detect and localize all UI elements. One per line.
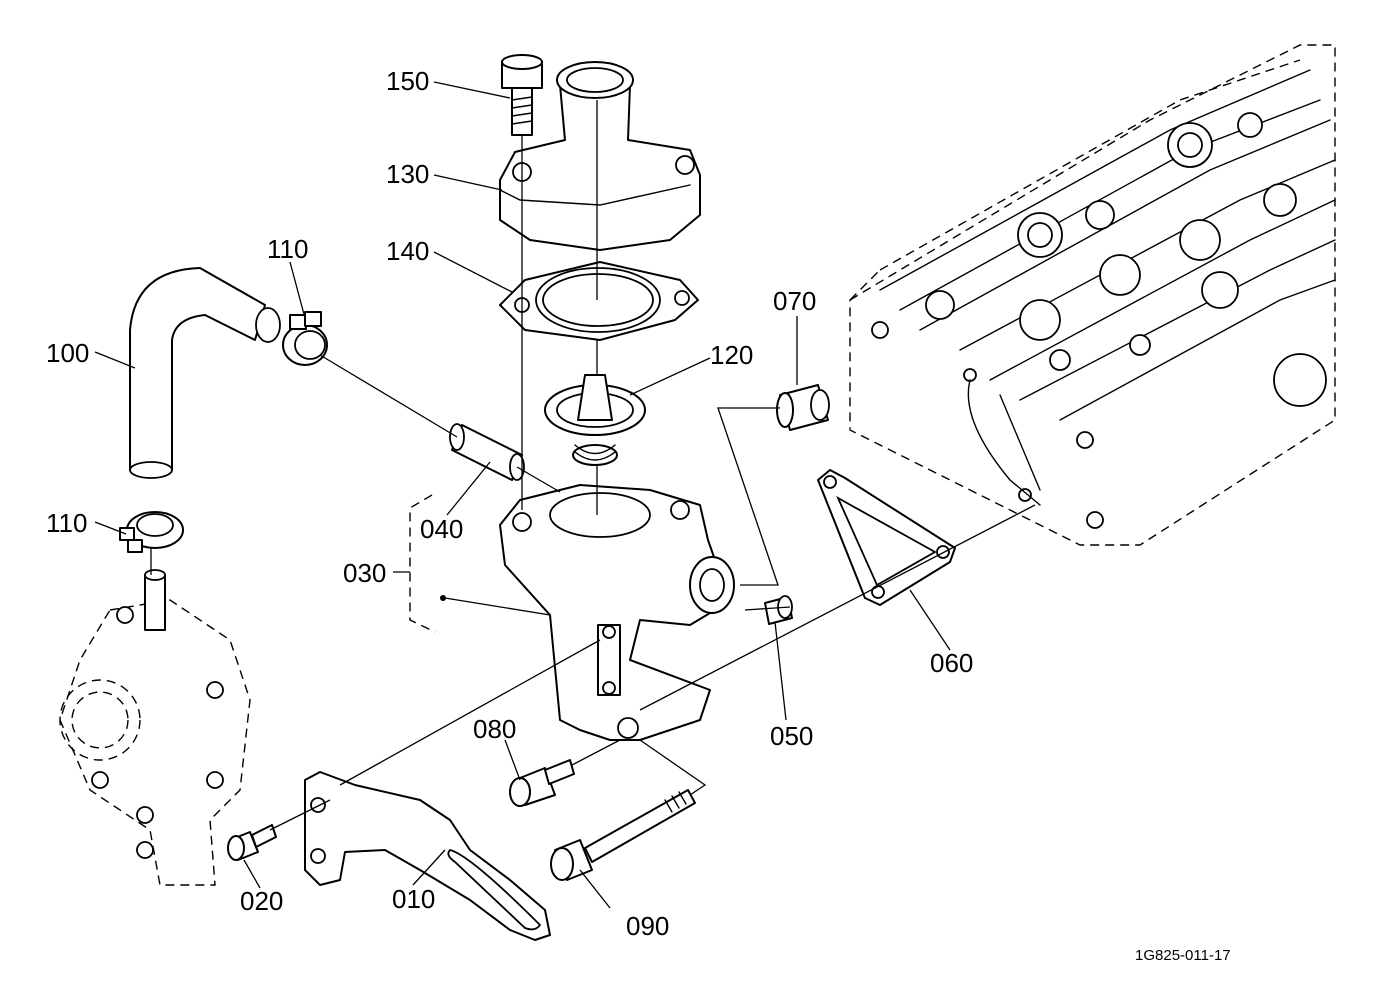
label-150: 150 xyxy=(386,66,429,96)
bolt-080 xyxy=(509,759,575,807)
plug-050 xyxy=(764,595,793,625)
label-020: 020 xyxy=(240,886,283,916)
label-110-top: 110 xyxy=(267,234,308,264)
label-090: 090 xyxy=(626,911,669,941)
label-140: 140 xyxy=(386,236,429,266)
bypass-pipe xyxy=(449,423,525,481)
bolt-150 xyxy=(501,54,543,136)
label-070: 070 xyxy=(773,286,816,316)
leader-lines xyxy=(94,81,951,909)
assembly-bracket-030 xyxy=(409,494,446,633)
label-080: 080 xyxy=(473,714,516,744)
gasket-140 xyxy=(499,261,699,341)
water-pump xyxy=(59,569,251,886)
thermostat-cover xyxy=(499,61,701,251)
label-120: 120 xyxy=(710,340,753,370)
reference-code: 1G825-011-17 xyxy=(1135,947,1231,964)
label-110-bottom: 110 xyxy=(46,508,87,538)
thermostat-housing xyxy=(499,484,735,741)
bolt-020 xyxy=(227,824,277,861)
hose-clamp-bottom xyxy=(119,511,184,553)
label-130: 130 xyxy=(386,159,429,189)
hose-clamp-top xyxy=(282,311,328,366)
bolt-090 xyxy=(550,789,696,881)
plug-070 xyxy=(776,384,830,431)
part-labels: 150 130 140 110 100 110 120 070 040 030 … xyxy=(46,66,1231,964)
bypass-hose xyxy=(129,267,281,479)
gasket-060 xyxy=(817,469,956,606)
thermostat xyxy=(544,374,646,466)
label-050: 050 xyxy=(770,721,813,751)
label-030: 030 xyxy=(343,558,386,588)
label-040: 040 xyxy=(420,514,463,544)
label-010: 010 xyxy=(392,884,435,914)
label-060: 060 xyxy=(930,648,973,678)
bracket-010 xyxy=(304,771,551,941)
assembly-lines xyxy=(150,100,1036,831)
label-100: 100 xyxy=(46,338,89,368)
cylinder-head xyxy=(849,44,1336,546)
